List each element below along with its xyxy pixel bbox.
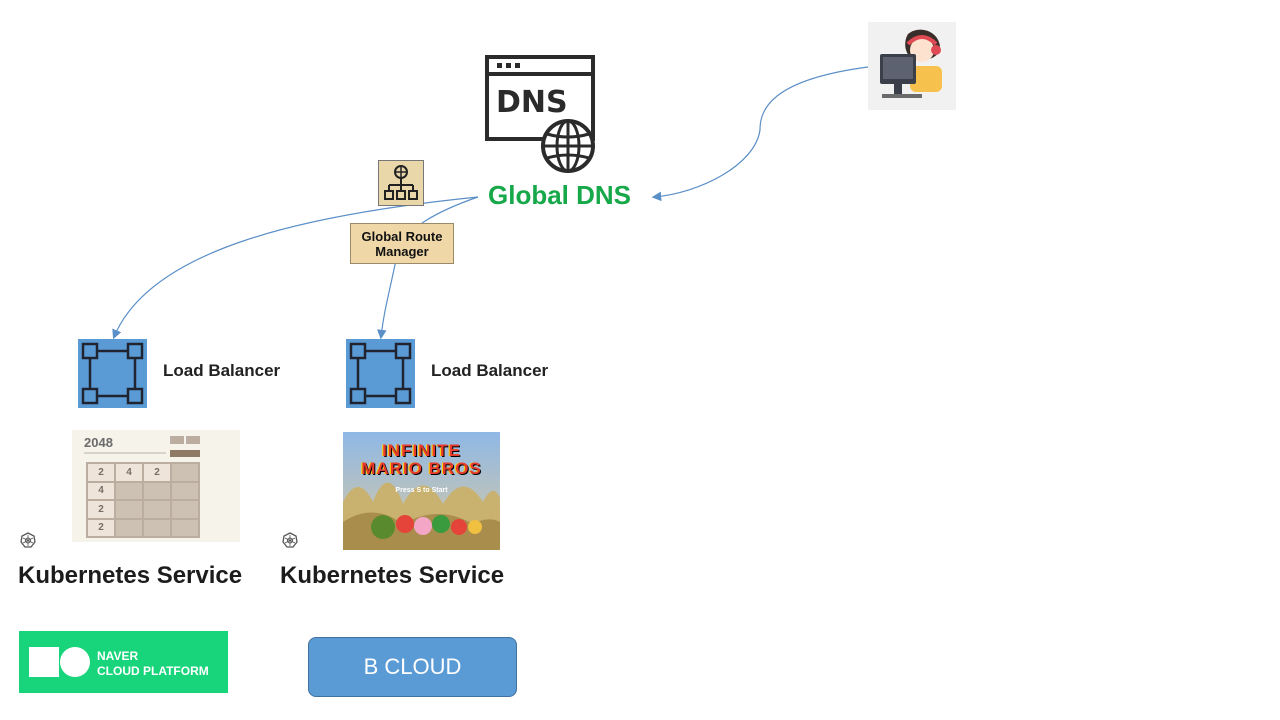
grid-cell	[144, 482, 170, 499]
load-balancer-icon	[346, 339, 415, 408]
naver-logo-line1: NAVER	[97, 649, 139, 663]
grid-cell: 4	[88, 482, 114, 499]
naver-logo-text: NAVER CLOUD PLATFORM	[97, 649, 209, 679]
route-manager-label: Global Route Manager	[350, 223, 454, 264]
game-2048-subtitle-bar	[84, 452, 166, 454]
game-2048-screenshot: 2048 2 4 2 4 2 2	[72, 430, 240, 542]
grid-cell	[144, 501, 170, 518]
grid-cell: 4	[116, 464, 142, 481]
naver-cloud-platform-logo: NAVER CLOUD PLATFORM	[19, 631, 228, 693]
grid-cell	[172, 501, 198, 518]
load-balancer-label: Load Balancer	[431, 361, 549, 380]
grid-cell	[116, 519, 142, 536]
load-balancer-label: Load Balancer	[163, 361, 281, 380]
b-cloud-box: B CLOUD	[308, 637, 517, 697]
game-mario-screenshot: INFINITE MARIO BROS Press S to Start	[343, 432, 500, 550]
naver-logo-line2: CLOUD PLATFORM	[97, 664, 209, 678]
load-balancer-icon	[78, 339, 147, 408]
grid-cell	[144, 519, 170, 536]
dns-icon-text: DNS	[496, 85, 568, 120]
grid-cell: 2	[88, 501, 114, 518]
best-score-box	[186, 436, 200, 444]
dns-to-lb1-arrow	[112, 196, 479, 340]
global-dns-label: Global DNS	[488, 180, 632, 210]
kubernetes-service-label: Kubernetes Service	[18, 562, 243, 589]
dns-to-lb2-arrow	[377, 196, 479, 340]
game-2048-title: 2048	[84, 435, 113, 450]
grid-cell	[116, 482, 142, 499]
kubernetes-service-label: Kubernetes Service	[280, 562, 505, 589]
grid-cell: 2	[144, 464, 170, 481]
kubernetes-icon	[282, 532, 298, 548]
grid-cell	[116, 501, 142, 518]
grid-cell	[172, 519, 198, 536]
grid-cell: 2	[88, 464, 114, 481]
new-game-button	[170, 450, 200, 457]
grid-cell	[172, 464, 198, 481]
mario-subtitle: Press S to Start	[395, 487, 448, 494]
mario-title: INFINITE MARIO BROS	[343, 442, 500, 478]
mario-title-line1: INFINITE	[382, 441, 461, 460]
grid-cell: 2	[88, 519, 114, 536]
dns-server-icon: DNS	[484, 54, 598, 174]
grid-cell	[172, 482, 198, 499]
score-box	[170, 436, 184, 444]
user-avatar-illustration	[868, 22, 956, 110]
user-to-dns-arrow	[651, 66, 869, 202]
route-manager-icon	[378, 160, 424, 206]
kubernetes-icon	[20, 532, 36, 548]
mario-title-line2: MARIO BROS	[361, 459, 482, 478]
game-2048-grid: 2 4 2 4 2 2	[86, 462, 200, 538]
